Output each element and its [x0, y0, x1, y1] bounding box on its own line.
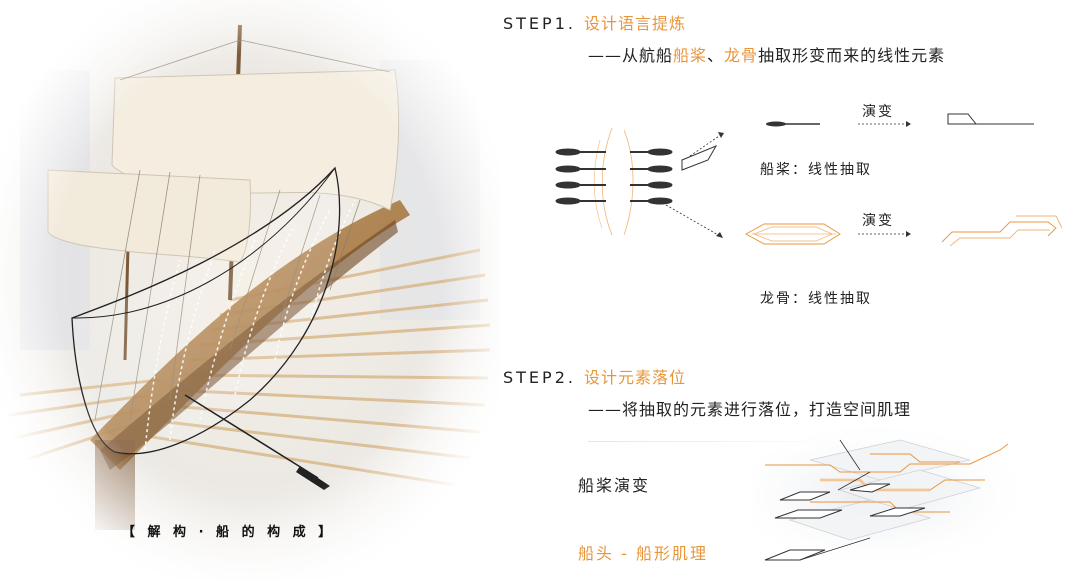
evolve-label-1: 演变: [862, 104, 894, 120]
step1-header: STEP1. 设计语言提炼: [503, 10, 686, 34]
oar-row-1: [555, 148, 673, 156]
step1-subtitle: ——从航船船桨、龙骨抽取形变而来的线性元素: [588, 42, 945, 66]
step1-sub-sep: 、: [707, 46, 725, 65]
evolve-label-2: 演变: [862, 213, 894, 229]
step2-header: STEP2. 设计元素落位: [503, 364, 686, 388]
ship-model-illustration: [0, 0, 500, 580]
step1-sub-keel: 龙骨: [724, 46, 759, 65]
oar-caption: 船桨：线性抽取: [760, 162, 872, 178]
step2-label: STEP2.: [503, 368, 576, 387]
step1-title: 设计语言提炼: [583, 14, 686, 33]
step2-title: 设计元素落位: [583, 368, 686, 387]
bow-texture-label: 船头 - 船形肌理: [578, 544, 708, 563]
keel-abstraction-row: [745, 215, 1063, 247]
step1-diagram: [555, 113, 1063, 247]
step1-label: STEP1.: [503, 14, 576, 33]
oar-row-2: [555, 165, 673, 173]
oar-abstraction-row: [766, 113, 1034, 127]
ship-caption: 【 解 构 · 船 的 构 成 】: [122, 525, 336, 540]
keel-caption: 龙骨：线性抽取: [760, 291, 872, 307]
oar-row-3: [555, 181, 673, 189]
step1-sub-prefix: ——从航船: [588, 46, 674, 65]
ship-drawing: [0, 0, 500, 580]
step2-subtitle: ——将抽取的元素进行落位，打造空间肌理: [588, 400, 912, 419]
oar-row-4: [555, 197, 673, 205]
step2-divider: [588, 441, 848, 442]
keel-outline-sketch: [601, 127, 613, 236]
extracted-shape: [681, 144, 718, 171]
step1-sub-oar: 船桨: [673, 46, 708, 65]
step2-diagram: [750, 425, 1040, 565]
step1-sub-suffix: 抽取形变而来的线性元素: [758, 46, 946, 65]
oar-pairs: [555, 148, 673, 205]
oar-evolution-label: 船桨演变: [578, 476, 651, 495]
